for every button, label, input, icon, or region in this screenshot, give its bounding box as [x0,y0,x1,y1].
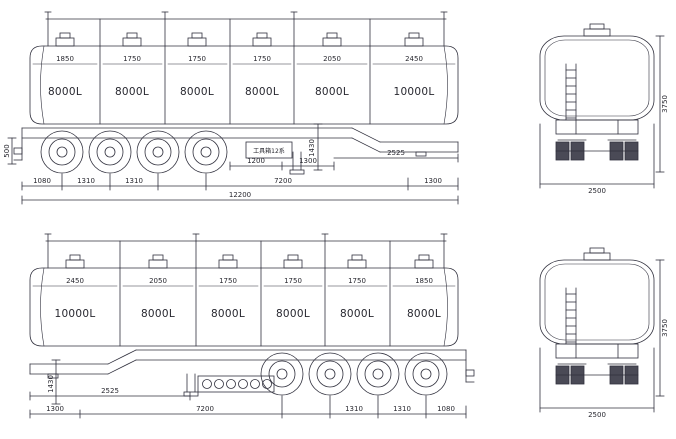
wheels [40,130,228,174]
landing-gear [289,151,305,175]
kingpin [415,151,427,157]
tank-rear-outline [539,35,655,121]
dim-label-1200: 1200 [247,157,265,165]
dim-label-total: 12200 [229,191,251,199]
rear-width-label: 2500 [588,411,606,419]
comp-dim-label: 2050 [323,55,341,63]
dim-label-2525: 2525 [387,149,405,157]
chassis-frame [29,349,475,383]
dim-label-1080: 1080 [33,177,51,185]
dim-label-1310a: 1310 [77,177,95,185]
capacity-label: 8000L [407,308,441,320]
comp-dim-label: 1750 [348,277,366,285]
comp-dim-label: 1850 [56,55,74,63]
comp-dim-label: 1750 [123,55,141,63]
valve-box [197,375,275,393]
comp-dim-label: 1750 [188,55,206,63]
side-view-top: 1850 1750 1750 1750 2050 2450 8000L 8000… [3,11,459,205]
side-view-bottom: 2450 2050 1750 1750 1750 1850 10000L 800… [29,233,475,419]
ladder [565,63,577,121]
dim-label-1300-front: 1300 [424,177,442,185]
dim-label-1310b: 1310 [125,177,143,185]
rear-height-label: 3750 [661,319,669,337]
capacity-label: 8000L [141,308,175,320]
rear-dim-lines [539,259,665,413]
wheels [260,352,448,396]
rear-chassis [555,343,639,359]
dim-label-1300-mid: 1300 [299,157,317,165]
rear-chassis [555,119,639,135]
comp-dim-label: 2450 [66,277,84,285]
capacity-label: 8000L [315,86,349,98]
rear-view-top: 2500 3750 [539,23,669,195]
dim-label-7200: 7200 [196,405,214,413]
comp-dim-label: 1750 [253,55,271,63]
chassis-frame [13,127,459,161]
dim-label-2525: 2525 [101,387,119,395]
rear-width-label: 2500 [588,187,606,195]
toolbox-label: 工具箱12系 [253,147,285,155]
tank-rear-outline [539,259,655,345]
kingpin [47,373,59,379]
dim-label-1430: 1430 [47,375,55,393]
capacity-label: 8000L [245,86,279,98]
tank-outline [29,45,459,125]
toolbox [245,141,293,159]
capacity-label: 8000L [180,86,214,98]
rear-height-label: 3750 [661,95,669,113]
rear-view-bottom: 2500 3750 [539,247,669,419]
dim-label-1310b: 1310 [393,405,411,413]
ladder [565,287,577,345]
dim-label-1080: 1080 [437,405,455,413]
dim-label-1300: 1300 [46,405,64,413]
comp-dim-label: 1850 [415,277,433,285]
comp-dim-label: 2050 [149,277,167,285]
capacity-label: 8000L [48,86,82,98]
manhole-covers [55,32,424,47]
comp-dim-label: 2450 [405,55,423,63]
dim-label-1430: 1430 [308,139,316,157]
dim-label-7200: 7200 [274,177,292,185]
capacity-label: 10000L [54,308,95,320]
tank-outline [29,267,459,347]
comp-dim-label: 1750 [219,277,237,285]
capacity-label: 8000L [340,308,374,320]
dim-label-1310a: 1310 [345,405,363,413]
manhole-covers [65,254,434,269]
comp-dim-label: 1750 [284,277,302,285]
dimension-lines-top [7,123,459,205]
landing-gear [183,373,199,397]
capacity-label: 8000L [276,308,310,320]
dimension-lines-bottom [29,359,467,419]
capacity-label: 8000L [115,86,149,98]
capacity-label: 10000L [393,86,434,98]
rear-dim-lines [539,35,665,189]
capacity-label: 8000L [211,308,245,320]
dim-label-500: 500 [3,144,11,157]
